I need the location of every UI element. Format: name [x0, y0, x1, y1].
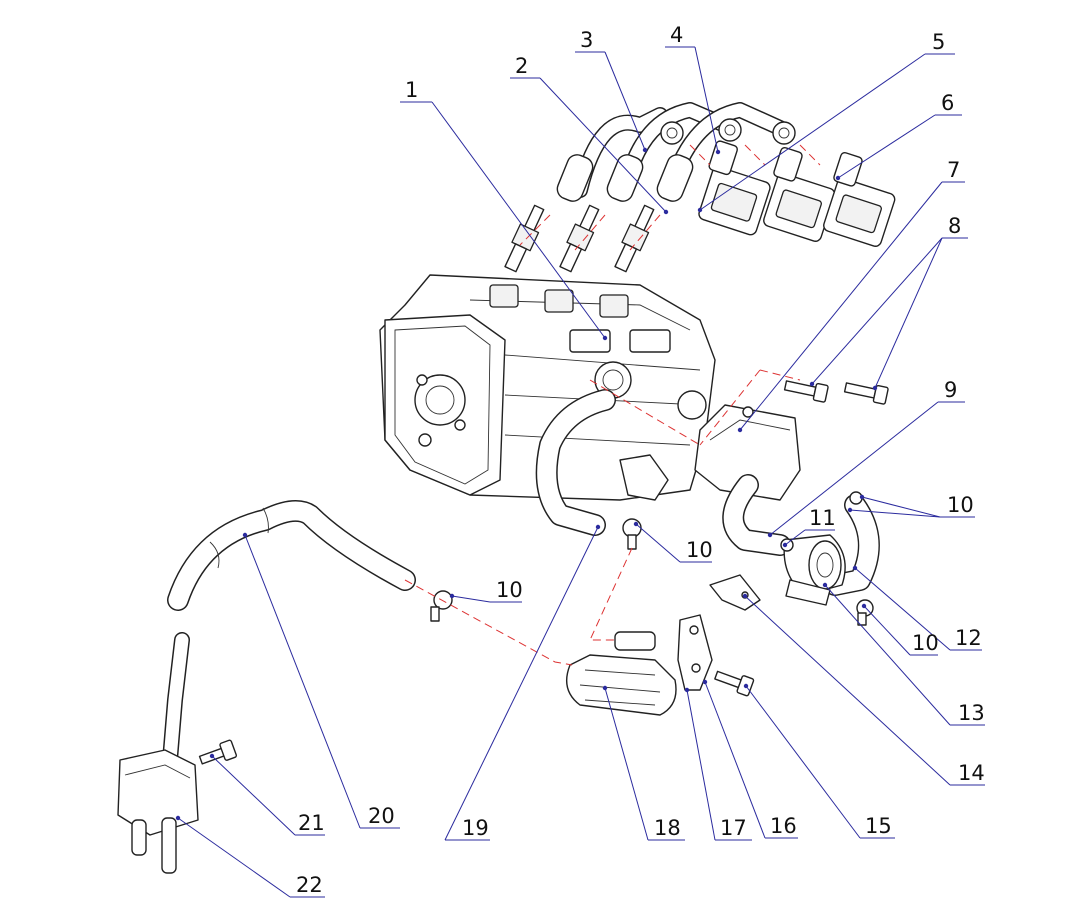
callout-9: 9: [944, 378, 957, 402]
bolts-8: [783, 380, 889, 405]
callout-10-right: 10: [947, 493, 974, 517]
callout-14: 14: [958, 761, 985, 785]
ignition-lead-assembly: [556, 102, 796, 202]
bracket-16-17: [677, 614, 713, 691]
assembly-lines: [404, 144, 821, 666]
callout-3: 3: [580, 28, 593, 52]
bolt-15: [714, 670, 755, 697]
leader-lines: [175, 46, 985, 898]
hose-20: [167, 500, 416, 611]
callout-19: 19: [462, 816, 489, 840]
hose-19: [535, 389, 616, 536]
callout-16: 16: [770, 814, 797, 838]
callout-12: 12: [955, 626, 982, 650]
callout-10-left: 10: [496, 578, 523, 602]
spark-plugs: [504, 204, 655, 273]
callout-2: 2: [515, 54, 528, 78]
callout-5: 5: [932, 30, 945, 54]
bolt-21: [198, 739, 238, 765]
hose-9: [722, 474, 791, 556]
callout-7: 7: [947, 158, 960, 182]
ignition-coil-pack: [698, 140, 896, 247]
hose-clamps-10: [430, 491, 874, 626]
callout-10-mid: 10: [686, 538, 713, 562]
callout-21: 21: [298, 811, 325, 835]
callout-20: 20: [368, 804, 395, 828]
bracket-14: [709, 574, 761, 611]
callout-6: 6: [941, 91, 954, 115]
canister-13: [783, 534, 846, 606]
purge-valve-22: [117, 632, 199, 874]
callout-10-lower: 10: [912, 631, 939, 655]
callout-13: 13: [958, 701, 985, 725]
callout-11: 11: [809, 506, 836, 530]
callout-22: 22: [296, 873, 323, 897]
callout-labels: 1 2 3 4 5 6 7 8 9 10 10 10 10 11 12 13 1…: [296, 23, 985, 897]
callout-17: 17: [720, 816, 747, 840]
callout-4: 4: [670, 23, 683, 47]
callout-8: 8: [948, 214, 961, 238]
filter-18: [566, 631, 677, 716]
throttle-body-part-7: [694, 404, 801, 501]
callout-1: 1: [405, 78, 418, 102]
callout-18: 18: [654, 816, 681, 840]
callout-15: 15: [865, 814, 892, 838]
engine-block: [379, 274, 716, 501]
hose-12: [824, 494, 880, 596]
